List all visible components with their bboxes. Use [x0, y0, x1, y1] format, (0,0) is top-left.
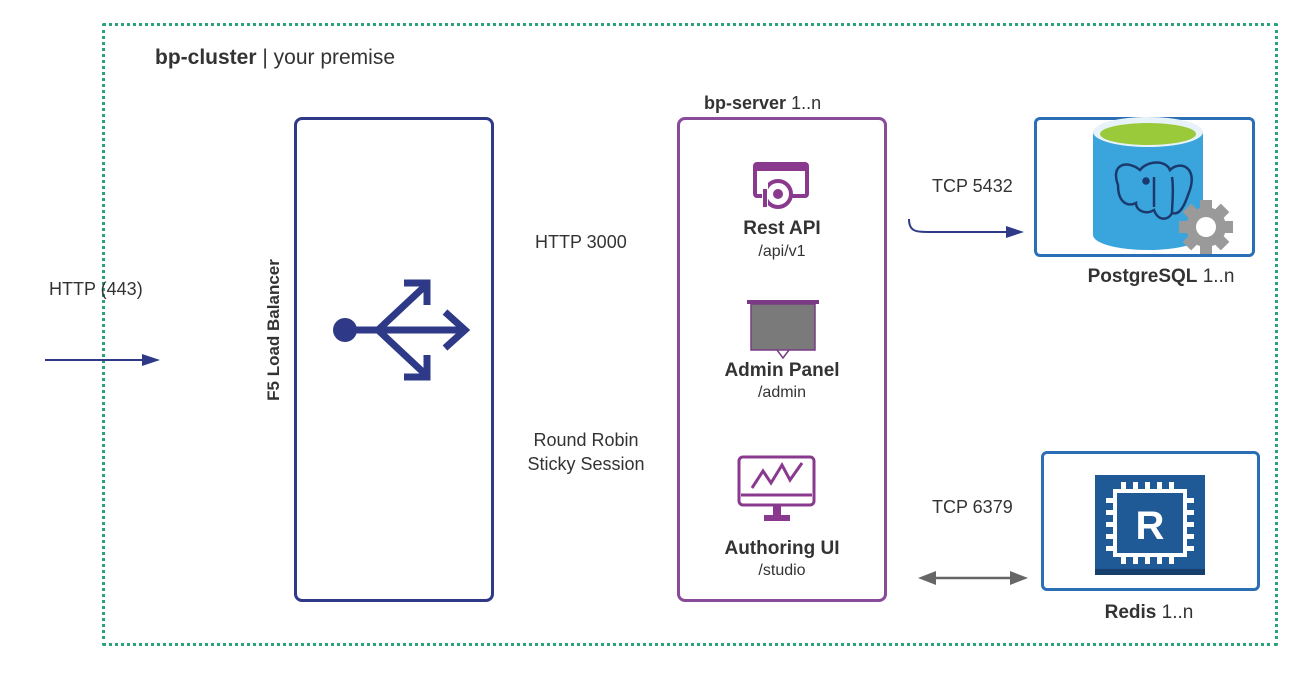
ingress-arrow — [45, 354, 160, 366]
server-title: bp-server 1..n — [704, 93, 821, 114]
admin-panel-icon — [747, 300, 819, 360]
admin-panel-path: /admin — [757, 384, 807, 401]
admin-panel-name: Admin Panel — [724, 360, 840, 381]
postgres-name: PostgreSQL — [1087, 266, 1198, 287]
cluster-title: bp-cluster | your premise — [155, 46, 395, 70]
redis-count: 1..n — [1161, 602, 1194, 623]
ingress-label: HTTP (443) — [49, 279, 143, 299]
postgres-connection-label: TCP 5432 — [932, 176, 1013, 196]
redis-logo-letter: R — [1136, 504, 1165, 548]
rest-api-name: Rest API — [743, 218, 821, 239]
cluster-subtitle: your premise — [273, 46, 396, 69]
authoring-ui-name: Authoring UI — [724, 538, 840, 559]
lb-mode-line-1: Round Robin — [533, 430, 639, 450]
load-balancer-box — [294, 117, 494, 602]
redis-box — [1041, 451, 1260, 591]
postgres-title: PostgreSQL 1..n — [1088, 266, 1235, 288]
server-count: 1..n — [791, 93, 822, 113]
redis-icon: R — [1095, 475, 1205, 575]
authoring-ui-path: /studio — [758, 562, 806, 579]
load-balancer-label: F5 Load Balancer — [264, 259, 283, 401]
rest-api-path: /api/v1 — [758, 243, 806, 260]
server-box — [677, 117, 887, 602]
server-name: bp-server — [704, 93, 787, 113]
lb-mode-line-2: Sticky Session — [527, 454, 645, 474]
authoring-ui-icon — [737, 455, 816, 521]
redis-title: Redis 1..n — [1105, 602, 1194, 624]
rest-api-icon — [753, 162, 809, 209]
postgresql-icon — [1093, 117, 1233, 254]
redis-connection-arrow — [918, 571, 1028, 585]
cluster-name: bp-cluster — [155, 46, 257, 69]
redis-connection-label: TCP 6379 — [932, 497, 1013, 517]
redis-name: Redis — [1104, 602, 1157, 623]
postgres-connection-arrow — [908, 218, 1024, 238]
cluster-boundary — [102, 23, 1278, 646]
cluster-separator: | — [256, 46, 274, 69]
lb-mode-label: Round Robin Sticky Session — [527, 428, 644, 476]
lb-to-server-label: HTTP 3000 — [535, 232, 627, 252]
load-balancer-icon — [333, 279, 471, 381]
postgres-count: 1..n — [1202, 266, 1235, 287]
